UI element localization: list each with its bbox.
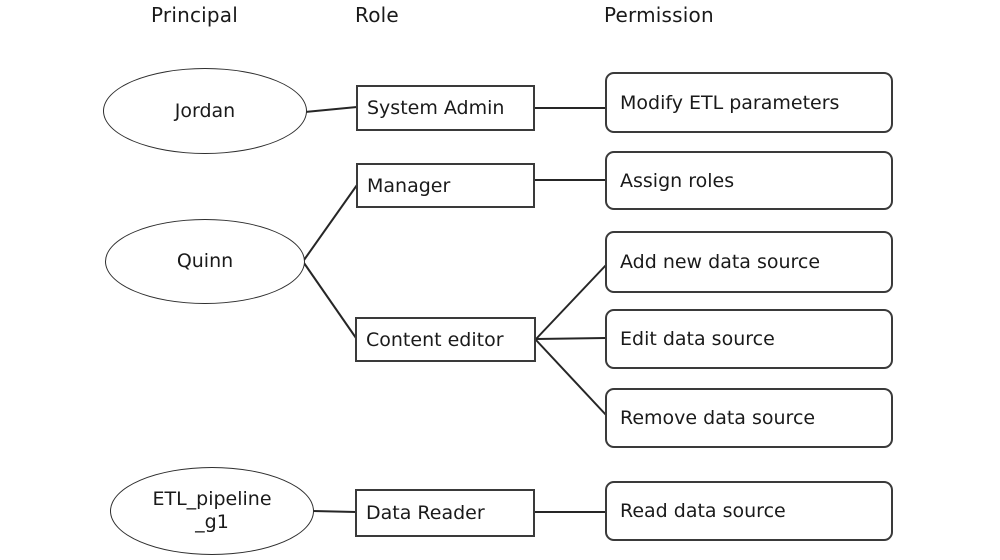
edge-jordan-systemadmin	[304, 106, 358, 113]
role-content-editor-label: Content editor	[366, 328, 504, 351]
column-header-permission: Permission	[604, 3, 714, 27]
principal-etl-pipeline-g1-label-line2: _g1	[195, 511, 229, 533]
principal-etl-pipeline-g1: ETL_pipeline _g1	[110, 467, 314, 555]
permission-read-data-source: Read data source	[605, 481, 893, 541]
permission-assign-roles-label: Assign roles	[620, 169, 735, 192]
role-data-reader: Data Reader	[355, 489, 535, 537]
role-manager-label: Manager	[367, 174, 451, 197]
principal-quinn: Quinn	[105, 219, 305, 304]
principal-jordan: Jordan	[103, 68, 307, 154]
role-content-editor: Content editor	[355, 317, 536, 362]
permission-add-new-data-source-label: Add new data source	[620, 251, 821, 273]
edge-contenteditor-editsource	[535, 337, 607, 340]
column-header-role: Role	[355, 3, 399, 27]
edge-etl-datareader	[312, 510, 357, 513]
principal-jordan-label: Jordan	[174, 99, 236, 122]
role-data-reader-label: Data Reader	[366, 502, 485, 524]
permission-remove-data-source-label: Remove data source	[620, 407, 816, 429]
edge-quinn-manager	[303, 184, 358, 261]
edge-contenteditor-addsource	[535, 263, 608, 340]
permission-modify-etl-parameters-label: Modify ETL parameters	[620, 91, 840, 114]
edge-contenteditor-removesource	[535, 339, 608, 417]
role-system-admin: System Admin	[356, 85, 535, 131]
column-header-principal: Principal	[151, 3, 239, 27]
permission-add-new-data-source: Add new data source	[605, 231, 893, 293]
role-manager: Manager	[356, 163, 535, 208]
principal-quinn-label: Quinn	[176, 250, 234, 272]
permission-modify-etl-parameters: Modify ETL parameters	[605, 72, 893, 133]
permission-read-data-source-label: Read data source	[620, 500, 786, 522]
permission-edit-data-source: Edit data source	[605, 309, 893, 369]
role-system-admin-label: System Admin	[367, 97, 505, 119]
principal-etl-pipeline-g1-label-line1: ETL_pipeline	[152, 488, 272, 510]
permission-assign-roles: Assign roles	[605, 151, 893, 210]
permission-remove-data-source: Remove data source	[605, 388, 893, 448]
edge-quinn-contenteditor	[303, 262, 357, 339]
permission-edit-data-source-label: Edit data source	[620, 328, 775, 350]
